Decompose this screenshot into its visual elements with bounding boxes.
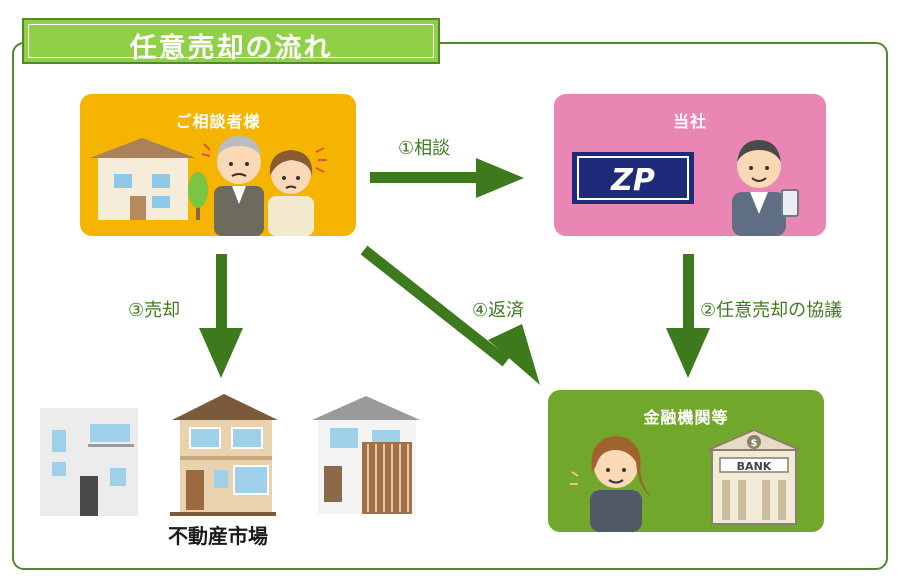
gray-house-icon <box>312 396 420 514</box>
bank-box: 金融機関等 $ BANK <box>548 390 824 532</box>
arrow-label-consult: ①相談 <box>398 138 451 159</box>
staff-man-icon <box>732 140 799 236</box>
page-title: 任意売却の流れ <box>129 33 333 64</box>
woman-icon <box>201 143 327 236</box>
wooden-house-icon <box>170 394 278 516</box>
bank-illustration: $ BANK <box>570 428 801 532</box>
bank-building-icon: $ BANK <box>707 428 801 525</box>
elderly-man-icon <box>214 136 264 236</box>
title-tab: 任意売却の流れ <box>22 18 440 64</box>
tree-icon <box>188 172 208 220</box>
client-illustration <box>90 136 327 236</box>
client-box: ご相談者様 <box>80 94 356 236</box>
diagram-frame <box>12 42 888 570</box>
coin-symbol: $ <box>751 438 758 449</box>
arrow-label-sell: ③売却 <box>128 300 181 321</box>
company-label: 当社 <box>672 112 707 131</box>
arrow-repay <box>360 245 540 385</box>
house-icon <box>90 138 196 220</box>
modern-house-icon <box>40 408 138 516</box>
title-inner-border <box>28 24 434 58</box>
arrow-negotiate <box>666 254 710 378</box>
bank-staff-woman-icon <box>570 436 652 532</box>
arrow-sell <box>199 254 243 378</box>
arrow-label-repay: ④返済 <box>472 300 525 321</box>
arrow-consult <box>370 158 524 198</box>
client-label: ご相談者様 <box>175 112 261 131</box>
company-illustration: ZP <box>572 140 799 236</box>
logo-text: ZP <box>610 163 655 198</box>
company-logo: ZP <box>572 152 694 204</box>
market-label: 不動産市場 <box>168 524 268 548</box>
bank-sign-text: BANK <box>737 460 772 473</box>
company-box: 当社 ZP <box>554 94 826 236</box>
bank-label: 金融機関等 <box>643 408 729 427</box>
arrow-label-negotiate: ②任意売却の協議 <box>700 300 843 321</box>
